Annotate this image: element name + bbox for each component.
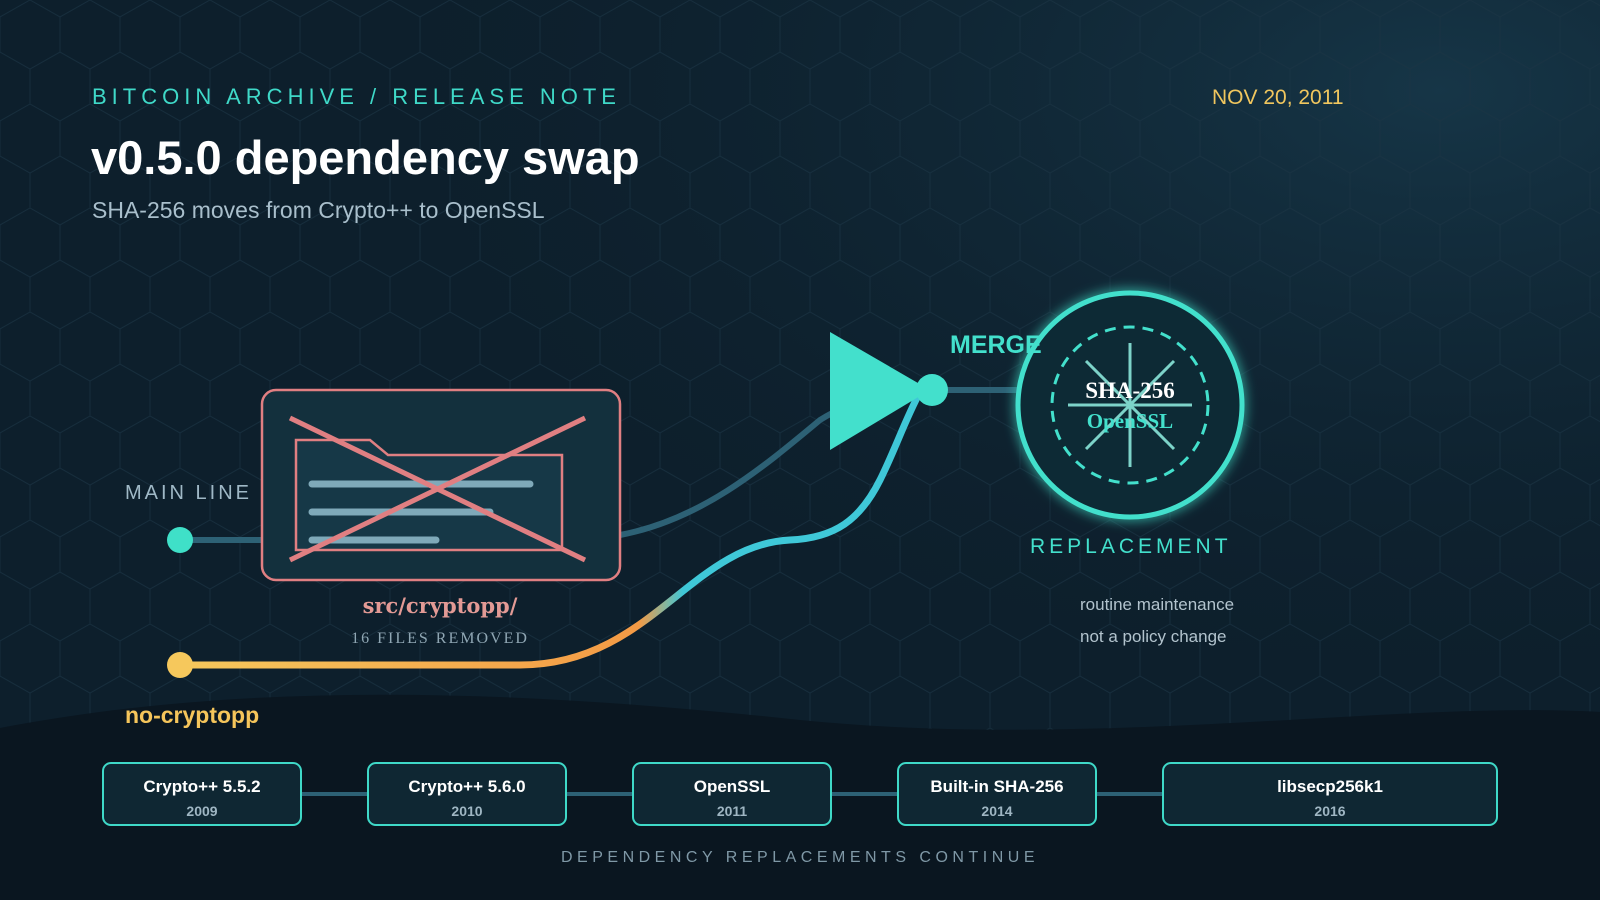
timeline-item: Built-in SHA-256 2014 <box>897 762 1097 826</box>
timeline-item: Crypto++ 5.6.0 2010 <box>367 762 567 826</box>
merge-arrow-icon <box>830 332 930 450</box>
page-subtitle: SHA-256 moves from Crypto++ to OpenSSL <box>92 197 545 223</box>
timeline-item-year: 2010 <box>451 803 483 819</box>
sparkle-icon <box>1068 343 1192 467</box>
timeline-item: OpenSSL 2011 <box>632 762 832 826</box>
timeline-item-name: libsecp256k1 <box>1277 777 1383 796</box>
no-cryptopp-branch-line <box>176 388 924 669</box>
timeline-item-year: 2011 <box>716 803 748 819</box>
main-line-label: MAIN LINE <box>125 482 253 504</box>
badge-line-1: SHA-256 <box>1085 378 1174 403</box>
page-title: v0.5.0 dependency swap <box>91 131 640 184</box>
removed-folder-path: src/cryptopp/ <box>362 593 518 618</box>
timeline-item-name: OpenSSL <box>693 777 771 796</box>
release-date: NOV 20, 2011 <box>1212 86 1344 109</box>
removed-folder-card <box>260 388 622 582</box>
timeline-item-year: 2016 <box>1314 803 1346 819</box>
timeline-item-name: Crypto++ 5.5.2 <box>143 777 261 796</box>
badge-line-2: OpenSSL <box>1087 409 1173 433</box>
note-line: not a policy change <box>1080 627 1227 646</box>
timeline-item-year: 2009 <box>186 803 218 819</box>
timeline-item: libsecp256k1 2016 <box>1162 762 1498 826</box>
removed-cross-icon <box>288 415 587 563</box>
merge-label: MERGE <box>950 331 1042 359</box>
merge-node <box>916 374 948 406</box>
timeline-footer: DEPENDENCY REPLACEMENTS CONTINUE <box>561 849 1039 866</box>
eyebrow-label: BITCOIN ARCHIVE / RELEASE NOTE <box>92 84 621 109</box>
timeline-item-name: Crypto++ 5.6.0 <box>408 777 526 796</box>
replacement-badge: SHA-256 OpenSSL <box>1015 290 1245 520</box>
timeline-item-name: Built-in SHA-256 <box>930 777 1064 796</box>
timeline-item-year: 2014 <box>981 803 1013 819</box>
note-line: routine maintenance <box>1080 595 1235 614</box>
timeline-item: Crypto++ 5.5.2 2009 <box>102 762 302 826</box>
branch-start-node <box>167 652 193 678</box>
main-line-start-node <box>167 527 193 553</box>
branch-label: no-cryptopp <box>125 702 260 728</box>
removed-count-label: 16 FILES REMOVED <box>351 630 529 647</box>
replacement-label: REPLACEMENT <box>1030 535 1232 558</box>
